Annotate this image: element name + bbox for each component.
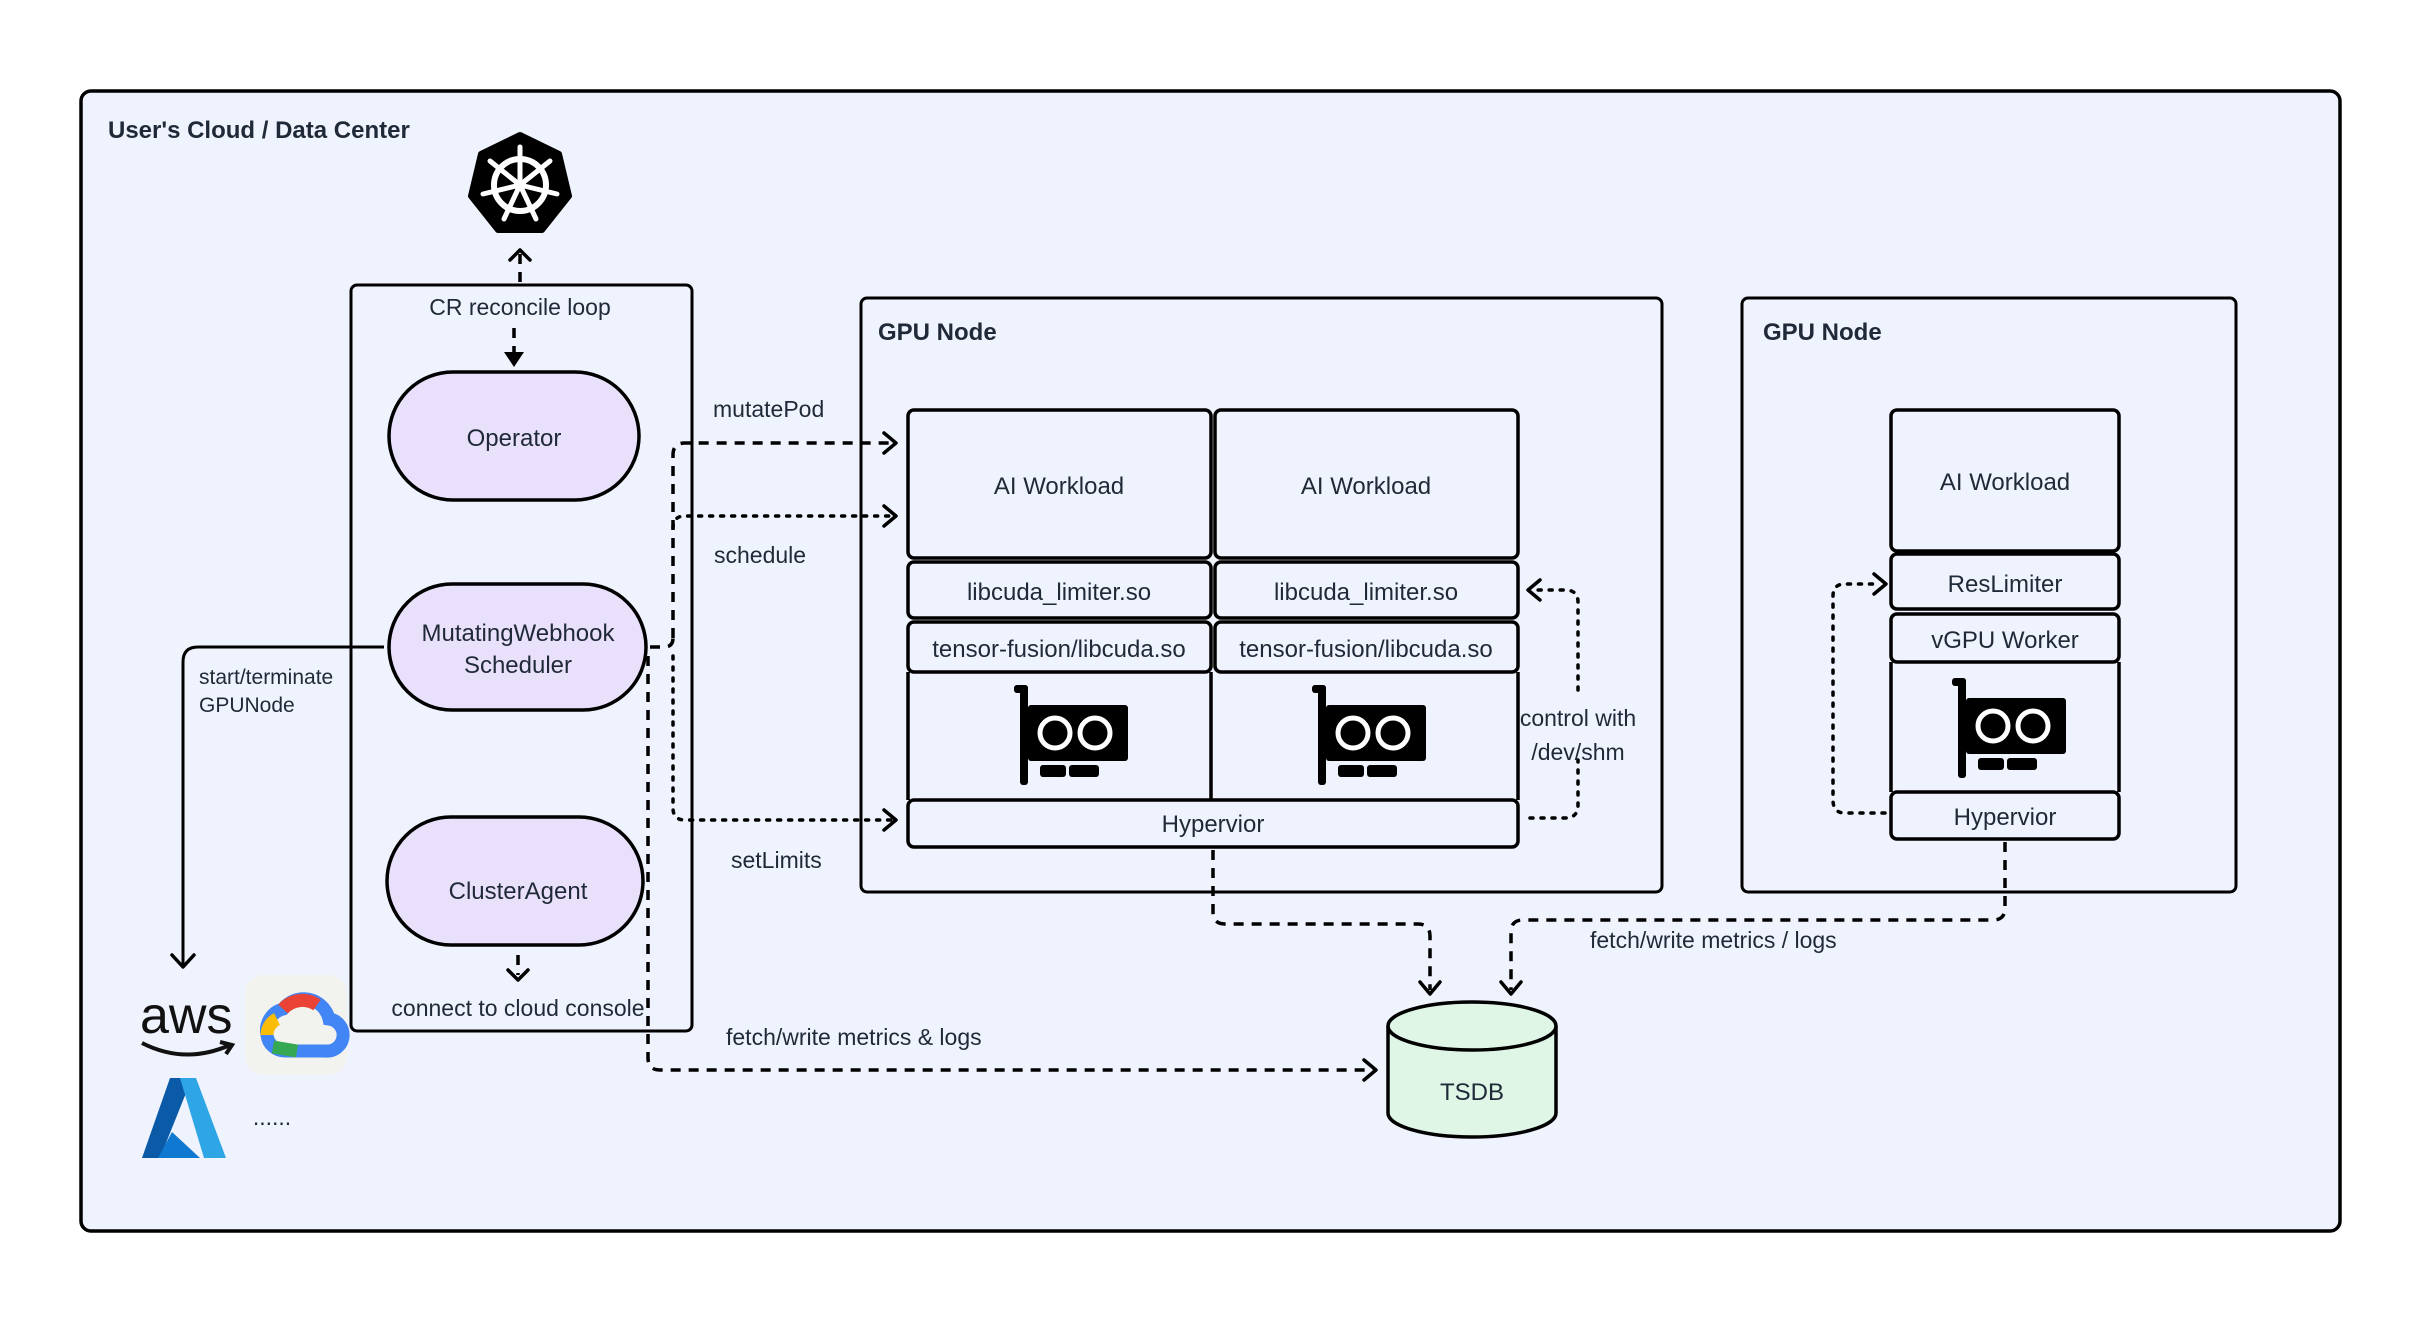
tsdb-label: TSDB xyxy=(1440,1079,1504,1106)
cluster-agent-node[interactable] xyxy=(385,815,645,947)
shm-label-line1: control with xyxy=(1520,705,1636,731)
svg-text:aws: aws xyxy=(140,987,232,1045)
hypervisor-label: Hypervior xyxy=(1954,804,2057,831)
shm-label-line2: /dev/shm xyxy=(1531,739,1624,765)
reconcile-loop-label: CR reconcile loop xyxy=(429,294,611,320)
res-limiter-box[interactable] xyxy=(1889,552,2121,611)
start-terminate-label-line2: GPUNode xyxy=(199,694,295,717)
connect-console-label: connect to cloud console xyxy=(391,995,644,1021)
limiter-label: libcuda_limiter.so xyxy=(1274,579,1458,606)
ai-workload-label: AI Workload xyxy=(994,473,1124,500)
left-hypervisor-tsdb-edge xyxy=(1211,850,1432,990)
tensor-fusion-lib-label: tensor-fusion/libcuda.so xyxy=(1239,636,1492,663)
ai-workload-box[interactable] xyxy=(1213,408,1520,560)
webhook-label-line2: Scheduler xyxy=(464,652,572,679)
hypervisor-label: Hypervior xyxy=(1162,811,1265,838)
limiter-box[interactable] xyxy=(906,560,1213,620)
frame-title: User's Cloud / Data Center xyxy=(108,117,410,144)
ai-workload-label: AI Workload xyxy=(1301,473,1431,500)
limiter-label: libcuda_limiter.so xyxy=(967,579,1151,606)
tensor-fusion-lib-box[interactable] xyxy=(1213,620,1520,674)
aws-logo-icon: aws xyxy=(140,987,236,1057)
webhook-scheduler-node[interactable] xyxy=(387,582,648,712)
tsdb-database[interactable]: TSDB xyxy=(1386,1000,1558,1139)
tensor-fusion-lib-label: tensor-fusion/libcuda.so xyxy=(932,636,1185,663)
more-providers-ellipsis: ...... xyxy=(253,1104,291,1130)
ai-workload-box[interactable] xyxy=(1889,408,2121,553)
ai-workload-box[interactable] xyxy=(906,408,1213,560)
gpu-node-right-title: GPU Node xyxy=(1763,319,1882,346)
res-limit-control-edge xyxy=(1831,582,1887,815)
tensor-fusion-lib-box[interactable] xyxy=(906,620,1213,674)
mutate-pod-label: mutatePod xyxy=(713,396,824,422)
set-limits-label: setLimits xyxy=(731,847,822,873)
limiter-box[interactable] xyxy=(1213,560,1520,620)
control-plane-box xyxy=(349,283,694,1033)
metrics-logs-edge xyxy=(646,656,1373,1072)
operator-node[interactable] xyxy=(387,370,641,502)
cluster-agent-label: ClusterAgent xyxy=(449,878,588,905)
kubernetes-helm-icon xyxy=(468,132,572,233)
mutate-pod-edge xyxy=(671,441,893,638)
hypervisor-box[interactable] xyxy=(906,798,1520,849)
azure-logo-icon xyxy=(142,1078,226,1158)
webhook-stub xyxy=(650,637,675,649)
gpu-node-right xyxy=(1740,296,2238,894)
shm-control-edge xyxy=(1528,758,1580,820)
metrics-logs-slash-label: fetch/write metrics / logs xyxy=(1590,927,1837,953)
hypervisor-box[interactable] xyxy=(1889,790,2121,841)
operator-label: Operator xyxy=(467,425,562,452)
gpu-node-left-title: GPU Node xyxy=(878,319,997,346)
vgpu-worker-box[interactable] xyxy=(1889,612,2121,664)
gpu-node-left xyxy=(859,296,1664,894)
res-limiter-label: ResLimiter xyxy=(1948,571,2063,598)
google-cloud-logo-icon xyxy=(245,975,350,1075)
ai-workload-label: AI Workload xyxy=(1940,469,2070,496)
schedule-edge xyxy=(671,514,895,530)
start-terminate-edge xyxy=(181,645,384,965)
start-terminate-label-line1: start/terminate xyxy=(199,666,333,689)
vgpu-worker-label: vGPU Worker xyxy=(1931,627,2079,654)
webhook-label-line1: MutatingWebhook xyxy=(421,620,615,647)
metrics-logs-label: fetch/write metrics & logs xyxy=(726,1024,982,1050)
schedule-label: schedule xyxy=(714,542,806,568)
